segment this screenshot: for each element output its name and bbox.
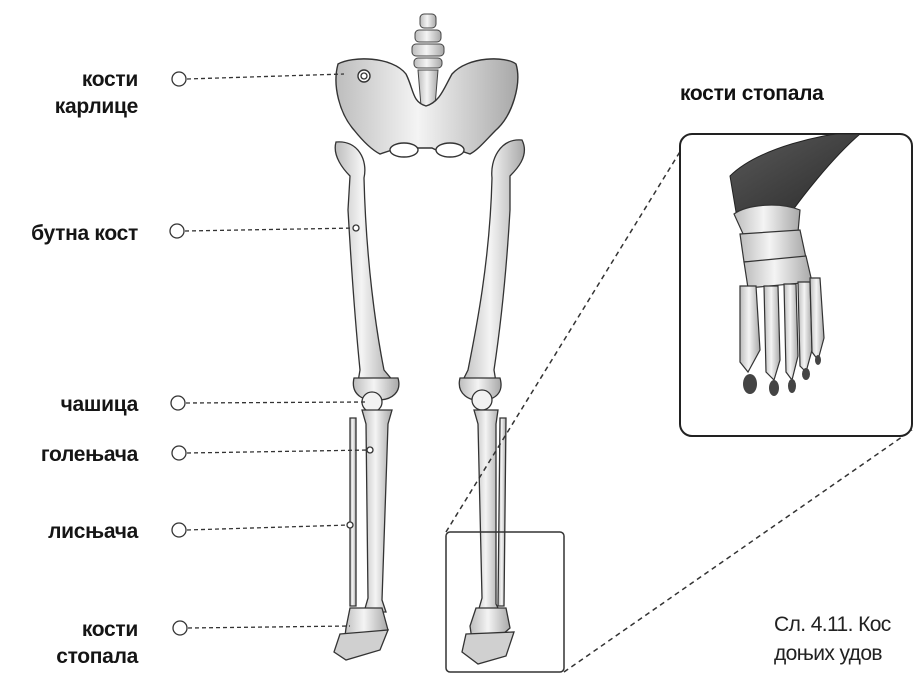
right-leg — [459, 140, 524, 664]
inset-title: кости стопала — [680, 82, 917, 106]
figure-caption: Сл. 4.11. Кос доњих удов — [774, 610, 917, 668]
foot-inset — [680, 134, 912, 436]
left-leg — [334, 142, 399, 660]
callout-circle-femur — [170, 224, 184, 238]
label-patella: чашица — [20, 391, 138, 418]
caption-line2: доњих удов — [774, 639, 917, 668]
callout-circle-foot — [173, 621, 187, 635]
label-fibula: лисњача — [20, 518, 138, 545]
callout-circle-tibia — [172, 446, 186, 460]
label-femur: бутна кост — [10, 220, 138, 247]
label-foot: кости стопала — [20, 616, 138, 670]
callout-circle-pelvis — [172, 72, 186, 86]
callout-circle-patella — [171, 396, 185, 410]
label-pelvis-line1: кости — [20, 66, 138, 93]
caption-line1: Сл. 4.11. Кос — [774, 610, 917, 639]
label-foot-line2: стопала — [20, 643, 138, 670]
label-pelvis: кости карлице — [20, 66, 138, 120]
label-tibia: голењача — [20, 441, 138, 468]
label-pelvis-line2: карлице — [20, 93, 138, 120]
callout-circle-fibula — [172, 523, 186, 537]
label-foot-line1: кости — [20, 616, 138, 643]
